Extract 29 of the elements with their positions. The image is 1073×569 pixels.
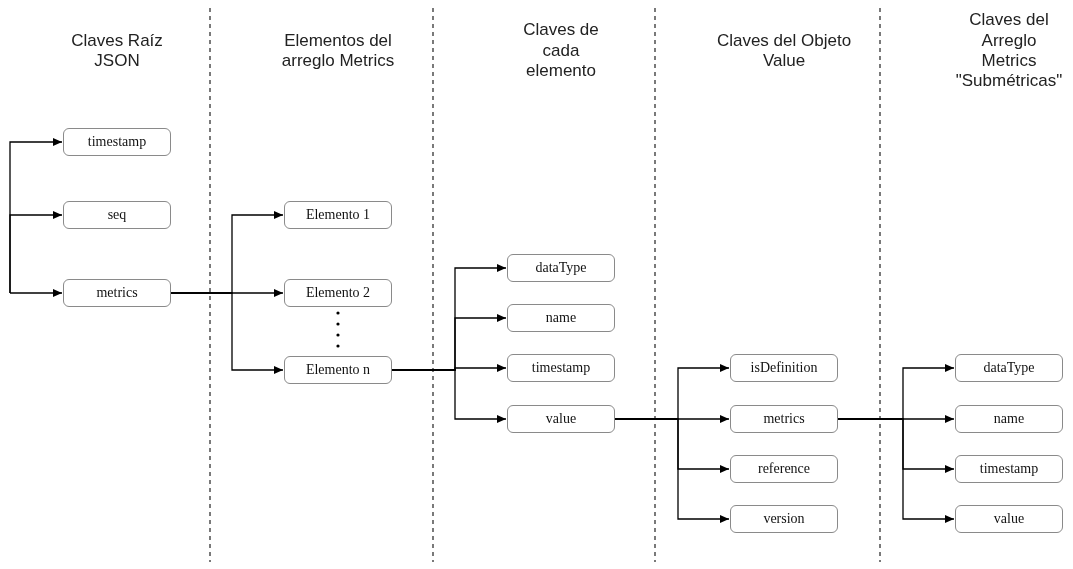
key-box: isDefinition <box>730 354 838 382</box>
key-box: dataType <box>507 254 615 282</box>
arrow <box>614 418 730 523</box>
key-box: seq <box>63 201 171 229</box>
arrow <box>837 418 955 523</box>
key-box: value <box>955 505 1063 533</box>
key-box: dataType <box>955 354 1063 382</box>
arrow <box>9 211 63 294</box>
key-box: Elemento 2 <box>284 279 392 307</box>
key-box: name <box>507 304 615 332</box>
key-box: Elemento n <box>284 356 392 384</box>
column-heading: Claves Raíz JSON <box>70 30 164 72</box>
key-box: reference <box>730 455 838 483</box>
key-box: value <box>507 405 615 433</box>
key-box: metrics <box>63 279 171 307</box>
column-heading: Elementos del arreglo Metrics <box>280 30 396 72</box>
key-box: metrics <box>730 405 838 433</box>
column-heading: Claves de cada elemento <box>522 20 600 82</box>
arrow <box>391 369 507 423</box>
key-box: Elemento 1 <box>284 201 392 229</box>
arrow <box>9 289 63 297</box>
key-box: timestamp <box>955 455 1063 483</box>
column-heading: Claves del Arreglo Metrics "Submétricas" <box>954 10 1064 92</box>
column-heading: Claves del Objeto Value <box>715 30 853 72</box>
key-box: timestamp <box>63 128 171 156</box>
key-box: name <box>955 405 1063 433</box>
key-box: version <box>730 505 838 533</box>
key-box: timestamp <box>507 354 615 382</box>
arrow <box>170 292 284 374</box>
